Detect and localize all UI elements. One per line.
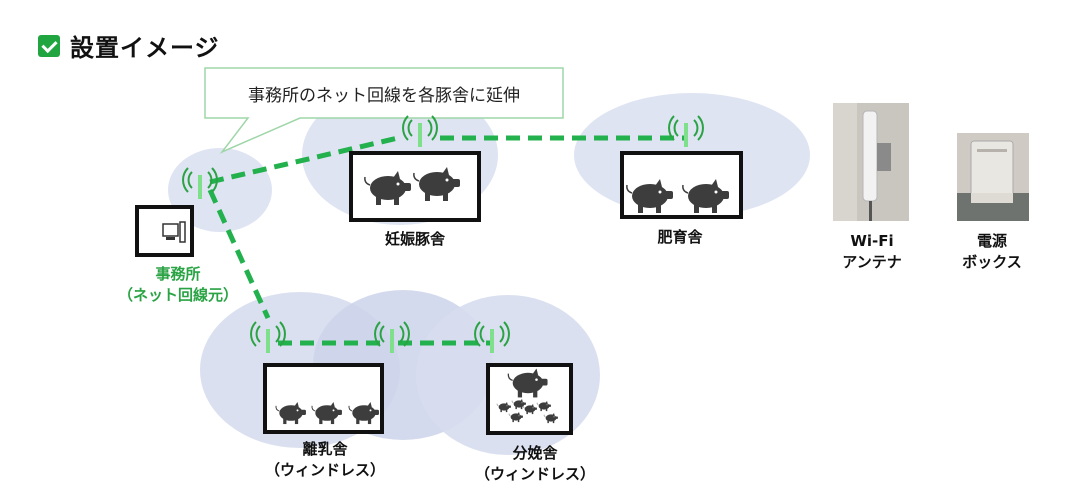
power-box-photo	[957, 133, 1029, 221]
wifi-antenna-photo	[833, 103, 909, 221]
wifi-antenna-label: Wi-Fi アンテナ	[822, 231, 922, 273]
barn-weaning	[263, 363, 384, 434]
farrowing-label-line2: （ウィンドレス）	[474, 465, 595, 483]
office-label-line2: （ネット回線元）	[117, 286, 238, 304]
power-box-label: 電源 ボックス	[942, 231, 1042, 273]
gestation-barn-label: 妊娠豚舎	[384, 230, 445, 248]
link-office-gestation	[209, 135, 399, 185]
link-office-weaning	[207, 188, 271, 320]
office-label: 事務所 （ネット回線元）	[108, 264, 248, 306]
barn-farrowing	[486, 363, 573, 435]
farrowing-barn-label: 分娩舎 （ウィンドレス）	[455, 443, 615, 485]
farrowing-label-line1: 分娩舎	[512, 444, 558, 462]
weaning-barn-label: 離乳舎 （ウィンドレス）	[245, 439, 405, 481]
weaning-label-line1: 離乳舎	[302, 440, 348, 458]
section-title: 設置イメージ	[38, 28, 220, 63]
power-label-line2: ボックス	[962, 253, 1022, 271]
network-links	[207, 135, 686, 346]
office-label-line1: 事務所	[155, 265, 201, 283]
checkbox-icon	[38, 34, 60, 57]
callout-bubble	[204, 67, 564, 154]
weaning-label-line2: （ウィンドレス）	[264, 461, 385, 479]
page-title: 設置イメージ	[70, 34, 220, 62]
antenna-label-line1: Wi-Fi	[850, 232, 894, 250]
callout-text: 事務所のネット回線を各豚舎に延伸	[248, 85, 520, 106]
fattening-barn-label: 肥育舎	[657, 228, 703, 246]
barn-gestation	[349, 151, 481, 222]
antenna-label-line2: アンテナ	[842, 253, 902, 271]
office-computer-icon	[135, 205, 194, 257]
barn-fattening	[620, 151, 743, 219]
power-label-line1: 電源	[976, 232, 1007, 250]
